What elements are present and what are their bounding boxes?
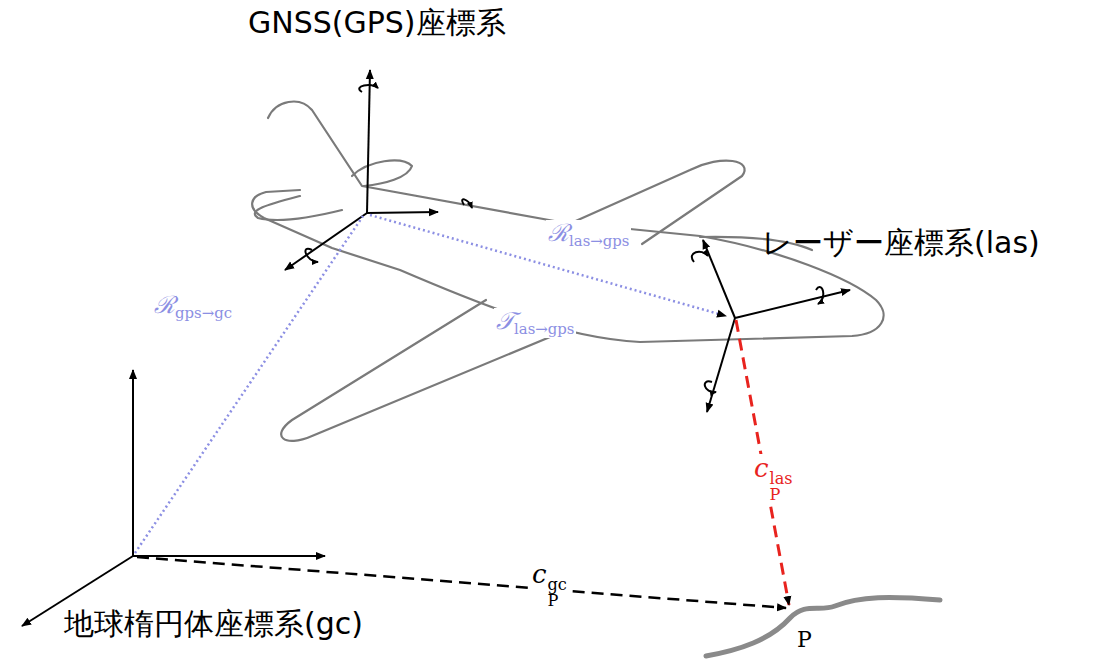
transform-label: 𝒯las→gps	[494, 308, 576, 338]
point-vector	[137, 557, 786, 608]
frame-title: GNSS(GPS)座標系	[248, 6, 506, 39]
point-label: P	[797, 628, 812, 652]
gps-axes	[285, 70, 472, 270]
math-symbol: c	[532, 559, 547, 589]
gps-to-gc-vector	[135, 216, 363, 553]
math-subscript: las→gps	[569, 232, 629, 250]
terrain-line	[706, 598, 940, 656]
math-subscript: gps→gc	[175, 304, 232, 322]
math-subscript: P	[548, 593, 567, 609]
laser-axes	[692, 240, 850, 412]
math-subscript: P	[770, 487, 793, 503]
frame-title: 地球楕円体座標系(gc)	[64, 607, 363, 640]
transform-label: ℛgps→gc	[152, 292, 234, 322]
math-symbol: ℛ	[154, 291, 175, 319]
vector-label: clasP	[752, 454, 795, 504]
vector-label: cgcP	[530, 560, 569, 610]
math-symbol: c	[754, 453, 769, 483]
math-indices: lasP	[770, 471, 793, 503]
math-subscript: las→gps	[514, 320, 574, 338]
transform-label: ℛlas→gps	[546, 220, 631, 250]
math-indices: gcP	[548, 577, 567, 609]
math-symbol: ℛ	[548, 219, 569, 247]
math-superscript: gc	[548, 577, 567, 593]
math-superscript: las	[770, 471, 793, 487]
airplane-outline	[252, 102, 883, 441]
earth-axes	[22, 370, 325, 626]
las-to-gps-vector	[370, 215, 726, 316]
frame-title: レーザー座標系(las)	[762, 226, 1040, 259]
math-symbol: 𝒯	[496, 307, 514, 335]
